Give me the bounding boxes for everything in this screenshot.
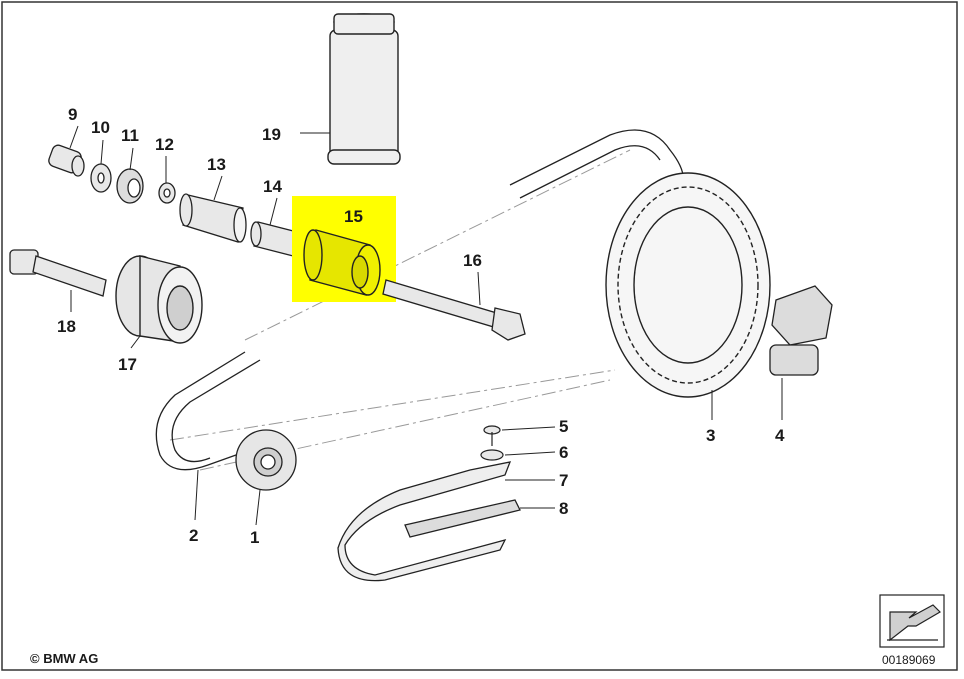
part-3-rear-sprocket [605, 172, 771, 398]
part-16-bolt [382, 279, 526, 341]
callout-19: 19 [262, 125, 281, 144]
part-8-guide-strip [404, 499, 521, 538]
diagram-border [1, 1, 958, 671]
callout-8: 8 [559, 499, 568, 518]
part-5-screw [483, 425, 501, 446]
part-13-sleeve [179, 193, 247, 243]
leader-lines [69, 125, 783, 526]
part-17-roller [115, 255, 203, 344]
part-6-washer [480, 449, 504, 461]
callout-5: 5 [559, 417, 568, 436]
callout-9: 9 [68, 105, 77, 124]
part-1-front-sprocket [235, 429, 297, 491]
callout-3: 3 [706, 426, 715, 445]
part-4-damper-blocks [769, 285, 833, 376]
callout-6: 6 [559, 443, 568, 462]
callout-16: 16 [463, 251, 482, 270]
callout-7: 7 [559, 471, 568, 490]
callout-2: 2 [189, 526, 198, 545]
callout-12: 12 [155, 135, 174, 154]
callout-labels: 9 10 11 12 13 14 15 16 18 17 19 5 6 7 8 … [57, 105, 785, 547]
part-7-chain-guard [337, 461, 512, 582]
part-15-spacer-sleeve [303, 229, 381, 296]
callout-10: 10 [91, 118, 110, 137]
arrow-direction-icon [879, 594, 945, 648]
callout-13: 13 [207, 155, 226, 174]
callout-17: 17 [118, 355, 137, 374]
part-12-washer [158, 182, 176, 204]
part-18-bolt [9, 249, 107, 297]
callout-14: 14 [263, 177, 282, 196]
callout-18: 18 [57, 317, 76, 336]
part-9-bushing [48, 144, 85, 177]
diagram-number: 00189069 [882, 653, 936, 667]
callout-15: 15 [344, 207, 363, 226]
part-10-washer [90, 163, 112, 193]
part-19-grease-can [327, 13, 401, 165]
callout-4: 4 [775, 426, 785, 445]
callout-11: 11 [121, 126, 139, 145]
callout-1: 1 [250, 528, 259, 547]
part-11-bearing [116, 168, 144, 204]
copyright-text: © BMW AG [30, 651, 99, 666]
